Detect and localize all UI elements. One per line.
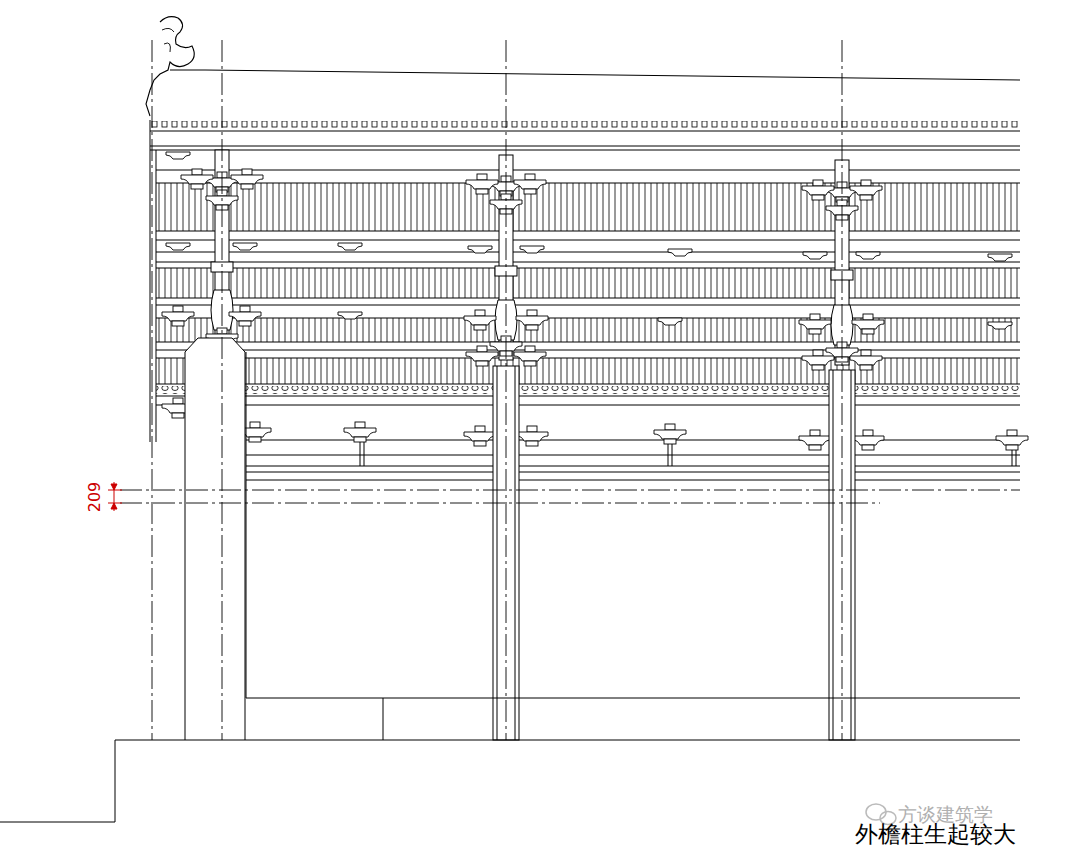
caption: 外檐柱生起较大	[855, 822, 1016, 847]
dimension-value: 209	[86, 482, 104, 513]
